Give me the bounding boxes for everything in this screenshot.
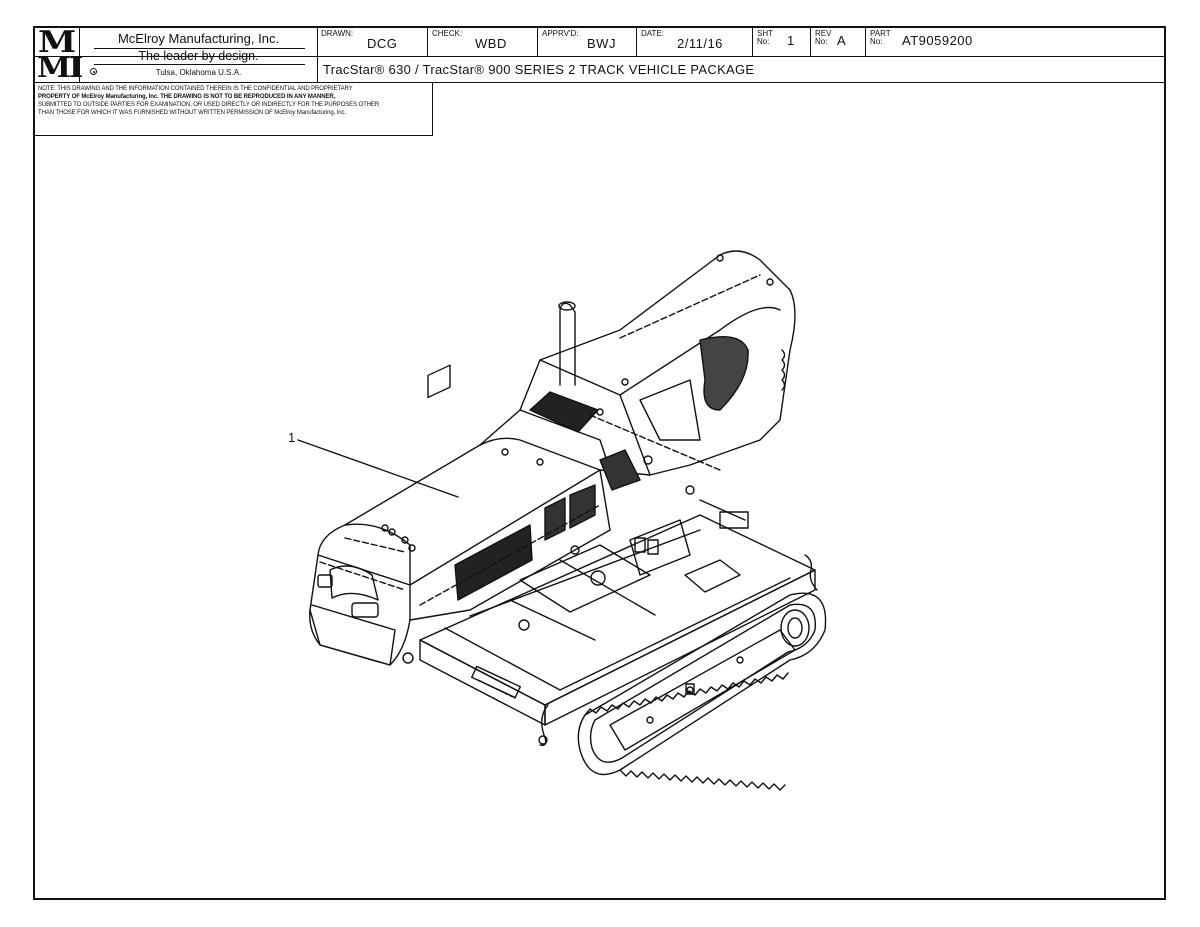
rev-label-line2: No: <box>815 37 828 46</box>
drawn-field: DRAWN: DCG <box>317 28 428 56</box>
date-label: DATE: <box>641 29 664 38</box>
part-number: AT9059200 <box>902 33 973 48</box>
chassis-frame <box>419 499 818 746</box>
item-callout-number: 1 <box>288 430 296 445</box>
engine-enclosure <box>309 364 611 666</box>
drawing-sheet: M MI McElroy Manufacturing, Inc. The lea… <box>33 25 1166 900</box>
company-name: McElroy Manufacturing, Inc. <box>117 31 280 46</box>
approved-field: APPRV'D: BWJ <box>538 28 637 56</box>
drawing-title: TracStar® 630 / TracStar® 900 SERIES 2 T… <box>323 62 755 77</box>
check-value: WBD <box>475 36 507 51</box>
callout-leader-line <box>297 439 459 498</box>
company-block: McElroy Manufacturing, Inc. The leader b… <box>80 28 318 82</box>
rev-value: A <box>837 33 847 48</box>
rev-label-line1: REV <box>815 29 832 38</box>
check-label: CHECK: <box>432 29 463 38</box>
title-block-row-2 <box>35 56 1164 83</box>
drawn-label: DRAWN: <box>321 29 354 38</box>
track-assembly <box>577 592 827 791</box>
sheet-label-line2: No: <box>757 37 770 46</box>
company-tagline: The leader by design. <box>138 49 259 63</box>
date-value: 2/11/16 <box>677 36 723 51</box>
date-field: DATE: 2/11/16 <box>637 28 753 56</box>
drawn-value: DCG <box>367 36 398 51</box>
company-location: Tulsa, Oklahoma U.S.A. <box>155 68 242 77</box>
note-line: THAN THOSE FOR WHICH IT WAS FURNISHED WI… <box>38 110 346 116</box>
note-line: NOTE: THIS DRAWING AND THE INFORMATION C… <box>38 86 353 92</box>
part-label-line1: PART <box>870 29 891 38</box>
registered-mark-icon <box>90 68 97 75</box>
upper-housing <box>479 250 796 495</box>
logo-top-letters: M <box>38 25 76 60</box>
part-label-line2: No: <box>870 37 883 46</box>
note-line: SUBMITTED TO OUTSIDE PARTIES FOR EXAMINA… <box>38 102 380 108</box>
title-block-row-1 <box>35 28 1164 57</box>
check-field: CHECK: WBD <box>428 28 538 56</box>
approved-value: BWJ <box>587 36 616 51</box>
drawing-title-cell: TracStar® 630 / TracStar® 900 SERIES 2 T… <box>317 56 1164 82</box>
divider <box>94 48 305 49</box>
approved-label: APPRV'D: <box>542 29 579 38</box>
company-logo: M MI <box>35 25 83 84</box>
sheet-label-line1: SHT <box>757 29 773 38</box>
note-line: PROPERTY OF McElroy Manufacturing, Inc. … <box>38 94 336 100</box>
sheet-value: 1 <box>787 33 795 48</box>
divider <box>94 64 305 65</box>
logo-bottom-letters: MI <box>37 51 83 84</box>
confidentiality-note: NOTE: THIS DRAWING AND THE INFORMATION C… <box>35 82 433 136</box>
